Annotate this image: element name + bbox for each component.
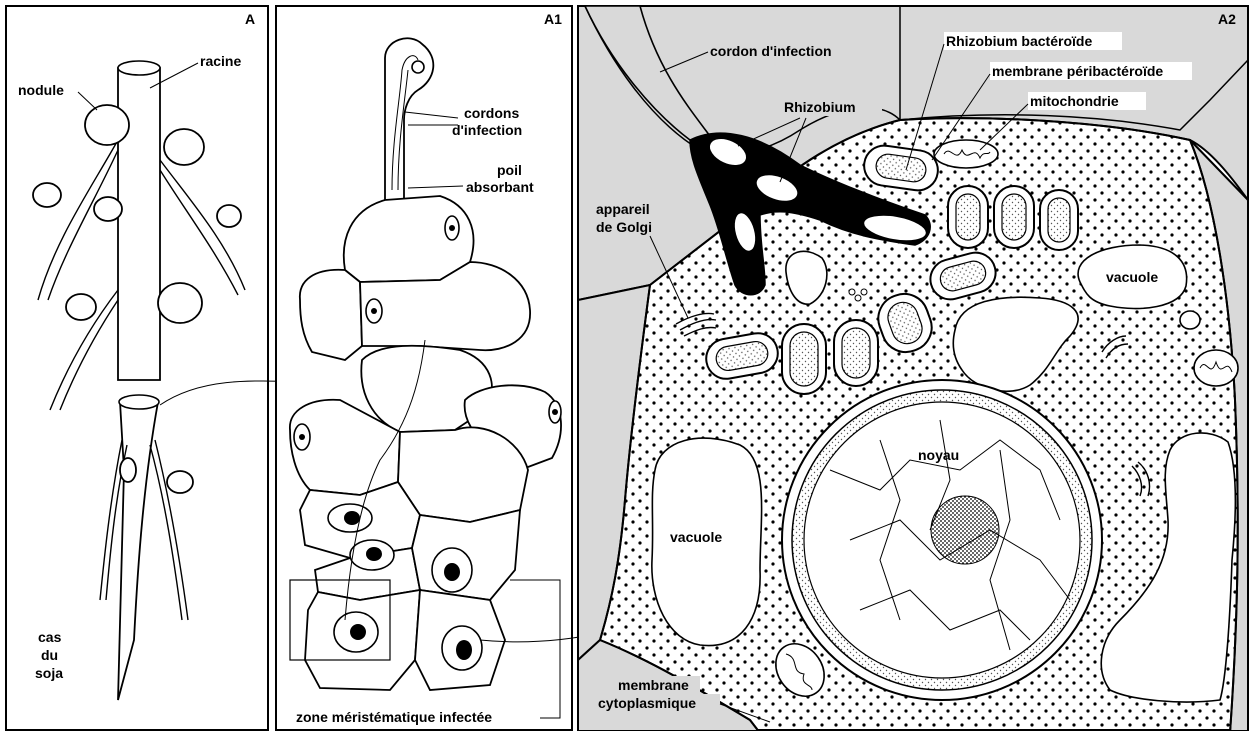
label-cordon-infection: cordon d'infection	[710, 43, 832, 59]
label-du: du	[41, 647, 58, 663]
panel-a: A nodule racine cas du soja	[6, 6, 304, 730]
panel-a2-id: A2	[1218, 11, 1236, 27]
label-mitochondrie: mitochondrie	[1030, 93, 1119, 109]
small-vacuole	[1180, 311, 1200, 329]
panel-a1-id: A1	[544, 11, 562, 27]
nodule	[33, 183, 61, 207]
granule	[849, 289, 855, 295]
nodule	[94, 197, 122, 221]
label-vacuole-left: vacuole	[670, 529, 722, 545]
label-membrane-peribacteroide: membrane péribactéroïde	[992, 63, 1163, 79]
label-golgi-2: de Golgi	[596, 219, 652, 235]
nodule	[217, 205, 241, 227]
label-poil-2: absorbant	[466, 179, 534, 195]
nodule	[167, 471, 193, 493]
label-golgi: appareil	[596, 201, 650, 217]
nodule	[164, 129, 204, 165]
label-nodule: nodule	[18, 82, 64, 98]
root-top-cut	[118, 61, 160, 75]
label-racine: racine	[200, 53, 241, 69]
label-cas: cas	[38, 629, 62, 645]
nodule	[66, 294, 96, 320]
label-rhizobium: Rhizobium	[784, 99, 856, 115]
label-vacuole-right: vacuole	[1106, 269, 1158, 285]
nucleolus	[371, 308, 377, 314]
label-rhizobium-bacteroide: Rhizobium bactéroïde	[946, 33, 1092, 49]
hair-curl	[412, 61, 424, 73]
label-soja: soja	[35, 665, 63, 681]
mitochondrion	[1194, 350, 1238, 386]
nodule	[158, 283, 202, 323]
nodule	[120, 458, 136, 482]
nucleus	[782, 380, 1102, 700]
nucleolus	[444, 563, 460, 581]
label-cordons-2: d'infection	[452, 122, 522, 138]
nucleolus	[456, 640, 472, 660]
label-poil: poil	[497, 162, 522, 178]
nodule	[85, 105, 129, 145]
panel-a-id: A	[245, 11, 255, 27]
label-membrane: membrane	[618, 677, 689, 693]
mitochondrion	[934, 140, 998, 168]
nucleolus	[449, 225, 455, 231]
panel-a2: A2 cordon d'infection Rhizobium bactéroï…	[578, 6, 1248, 733]
nucleolus	[366, 547, 382, 561]
label-noyau: noyau	[918, 447, 959, 463]
nucleolus	[552, 409, 558, 415]
root-lower-cut	[119, 395, 159, 409]
label-zone: zone méristématique infectée	[296, 709, 492, 725]
label-cordons: cordons	[464, 105, 519, 121]
nucleolus	[344, 511, 360, 525]
granule	[861, 289, 867, 295]
granule	[855, 295, 861, 301]
cortex-cell	[300, 270, 362, 360]
nucleolus	[350, 624, 366, 640]
nucleolus	[299, 434, 305, 440]
nucleolus	[931, 496, 999, 564]
label-cytoplasmique: cytoplasmique	[598, 695, 696, 711]
cortex-cell	[398, 427, 528, 522]
